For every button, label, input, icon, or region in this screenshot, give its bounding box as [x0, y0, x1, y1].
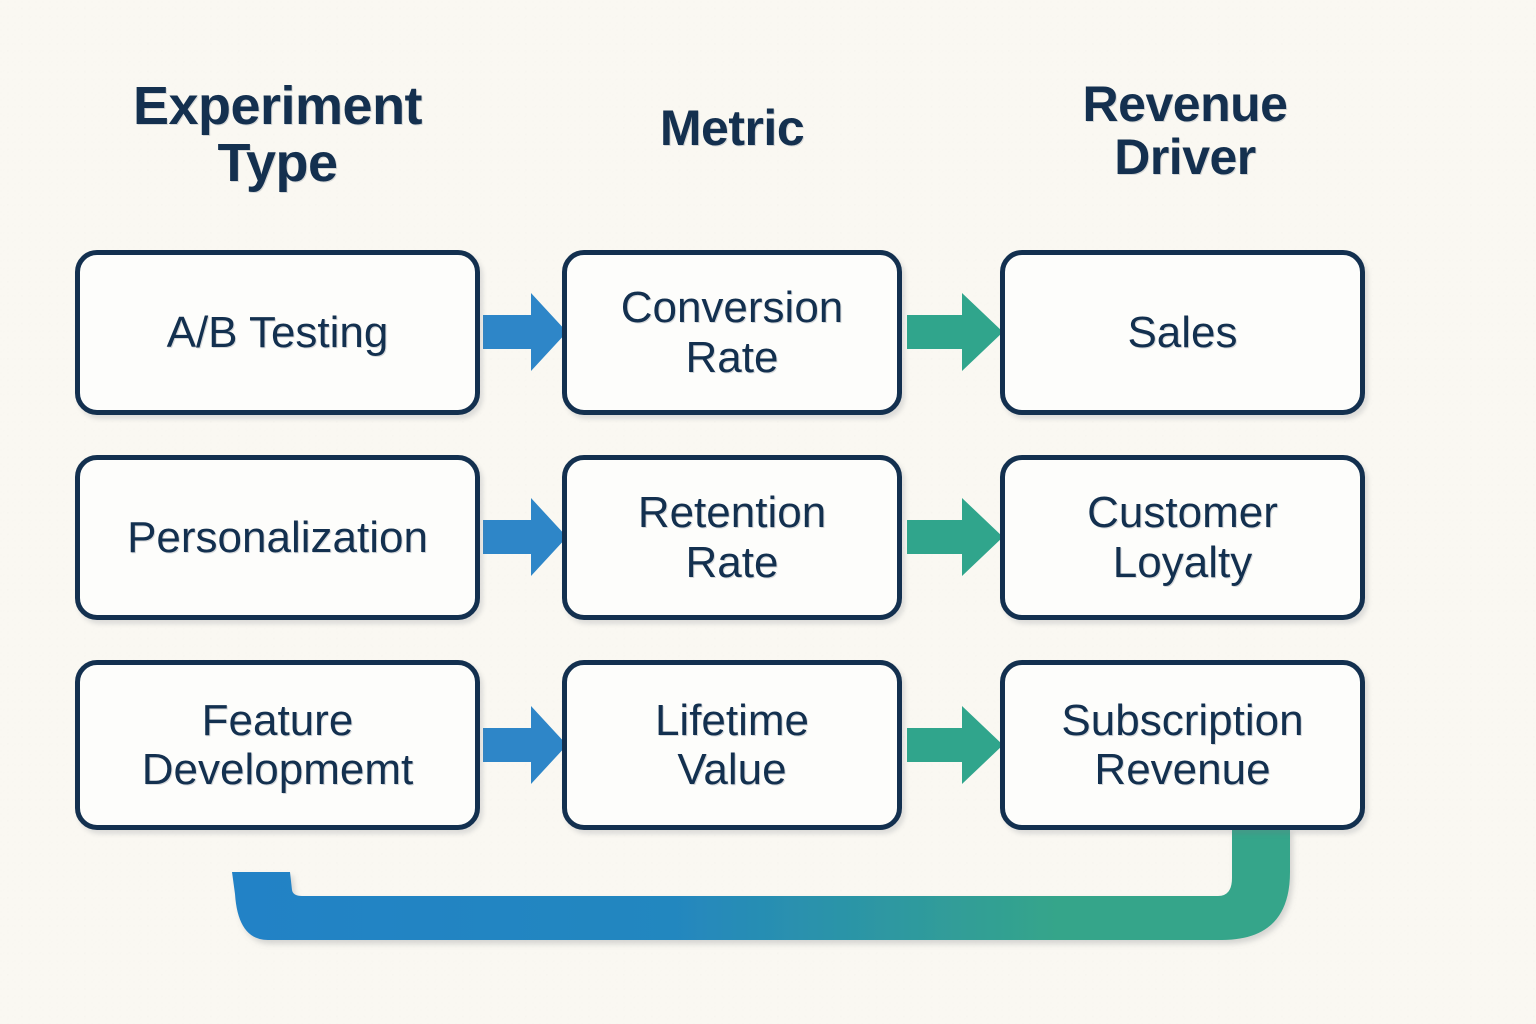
column-header-revenue-driver: Revenue Driver: [1082, 76, 1288, 185]
node-label: Lifetime Value: [654, 695, 810, 794]
arrow-experiment-to-metric-1: [483, 293, 567, 371]
node-label: Sales: [1127, 307, 1238, 357]
node-revenue-driver-2[interactable]: Customer Loyalty: [1000, 455, 1365, 620]
node-metric-1[interactable]: Conversion Rate: [562, 250, 902, 415]
node-experiment-type-3[interactable]: Feature Developmemt: [75, 660, 480, 830]
arrow-metric-to-revenue-3: [907, 706, 1003, 784]
node-label: Customer Loyalty: [1087, 488, 1278, 587]
node-revenue-driver-3[interactable]: Subscription Revenue: [1000, 660, 1365, 830]
node-metric-2[interactable]: Retention Rate: [562, 455, 902, 620]
node-label: Conversion Rate: [620, 283, 844, 382]
node-metric-3[interactable]: Lifetime Value: [562, 660, 902, 830]
node-label: Subscription Revenue: [1061, 695, 1304, 794]
node-label: Retention Rate: [637, 488, 827, 587]
column-header-metric: Metric: [659, 100, 805, 156]
arrow-experiment-to-metric-3: [483, 706, 567, 784]
node-label: Personalization: [127, 512, 428, 562]
feedback-loop-arrow: [230, 828, 1300, 968]
arrow-metric-to-revenue-1: [907, 293, 1003, 371]
arrow-metric-to-revenue-2: [907, 498, 1003, 576]
column-header-experiment-type: Experiment Type: [132, 76, 423, 194]
node-experiment-type-1[interactable]: A/B Testing: [75, 250, 480, 415]
node-label: A/B Testing: [166, 307, 389, 357]
node-experiment-type-2[interactable]: Personalization: [75, 455, 480, 620]
node-label: Feature Developmemt: [141, 695, 414, 794]
node-revenue-driver-1[interactable]: Sales: [1000, 250, 1365, 415]
arrow-experiment-to-metric-2: [483, 498, 567, 576]
